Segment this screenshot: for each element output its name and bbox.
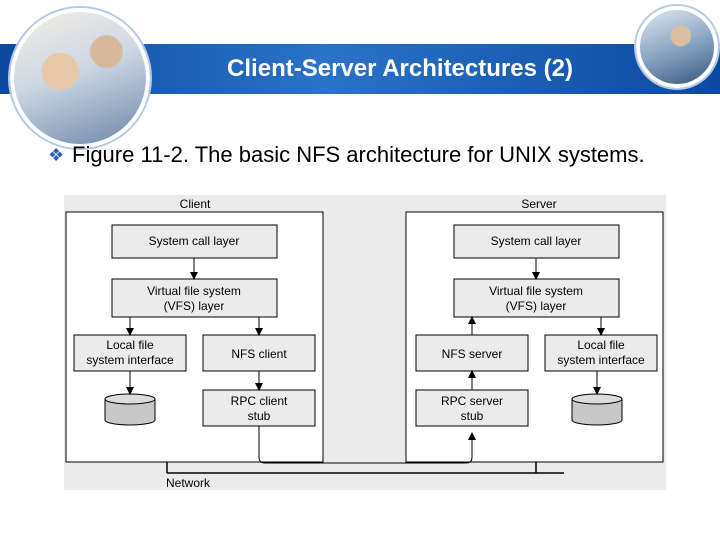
rpc-network-path xyxy=(258,426,476,464)
server-label: Server xyxy=(521,197,556,211)
client-disk-icon xyxy=(104,393,156,426)
rpc-client-label-1: RPC client xyxy=(231,394,288,408)
slide-title: Client-Server Architectures (2) xyxy=(227,55,573,82)
nfs-architecture-diagram: Client System call layer Virtual file sy… xyxy=(64,195,666,490)
client-vfs-label-1: Virtual file system xyxy=(147,284,241,298)
rpc-server-label-1: RPC server xyxy=(441,394,503,408)
nfs-client-box xyxy=(202,334,316,372)
business-people-photo xyxy=(10,8,150,148)
client-system-call-label: System call layer xyxy=(149,234,240,248)
nfs-server-label: NFS server xyxy=(442,347,503,361)
server-local-fs-box xyxy=(544,334,658,372)
bullet-text: Figure 11-2. The basic NFS architecture … xyxy=(72,142,645,167)
rpc-client-stub-box xyxy=(202,389,316,427)
server-local-fs-label-2: system interface xyxy=(557,353,645,367)
client-label: Client xyxy=(180,197,211,211)
server-system-call-layer-box xyxy=(453,224,620,259)
server-local-fs-label-1: Local file xyxy=(577,338,625,352)
rpc-server-label-2: stub xyxy=(461,409,484,423)
server-vfs-box xyxy=(453,278,620,318)
nfs-server-box xyxy=(415,334,529,372)
client-system-call-layer-box xyxy=(111,224,278,259)
rpc-server-stub-box xyxy=(415,389,529,427)
client-local-fs-label-2: system interface xyxy=(86,353,174,367)
rpc-client-label-2: stub xyxy=(248,409,271,423)
client-local-fs-label-1: Local file xyxy=(106,338,154,352)
server-vfs-label-1: Virtual file system xyxy=(489,284,583,298)
network-label: Network xyxy=(166,476,211,490)
office-worker-photo xyxy=(636,6,718,88)
client-local-fs-box xyxy=(73,334,187,372)
diamond-bullet-icon: ❖ xyxy=(48,145,65,165)
client-vfs-label-2: (VFS) layer xyxy=(164,299,225,313)
server-vfs-label-2: (VFS) layer xyxy=(506,299,567,313)
server-disk-icon xyxy=(571,393,623,426)
server-system-call-label: System call layer xyxy=(491,234,582,248)
nfs-client-label: NFS client xyxy=(231,347,287,361)
